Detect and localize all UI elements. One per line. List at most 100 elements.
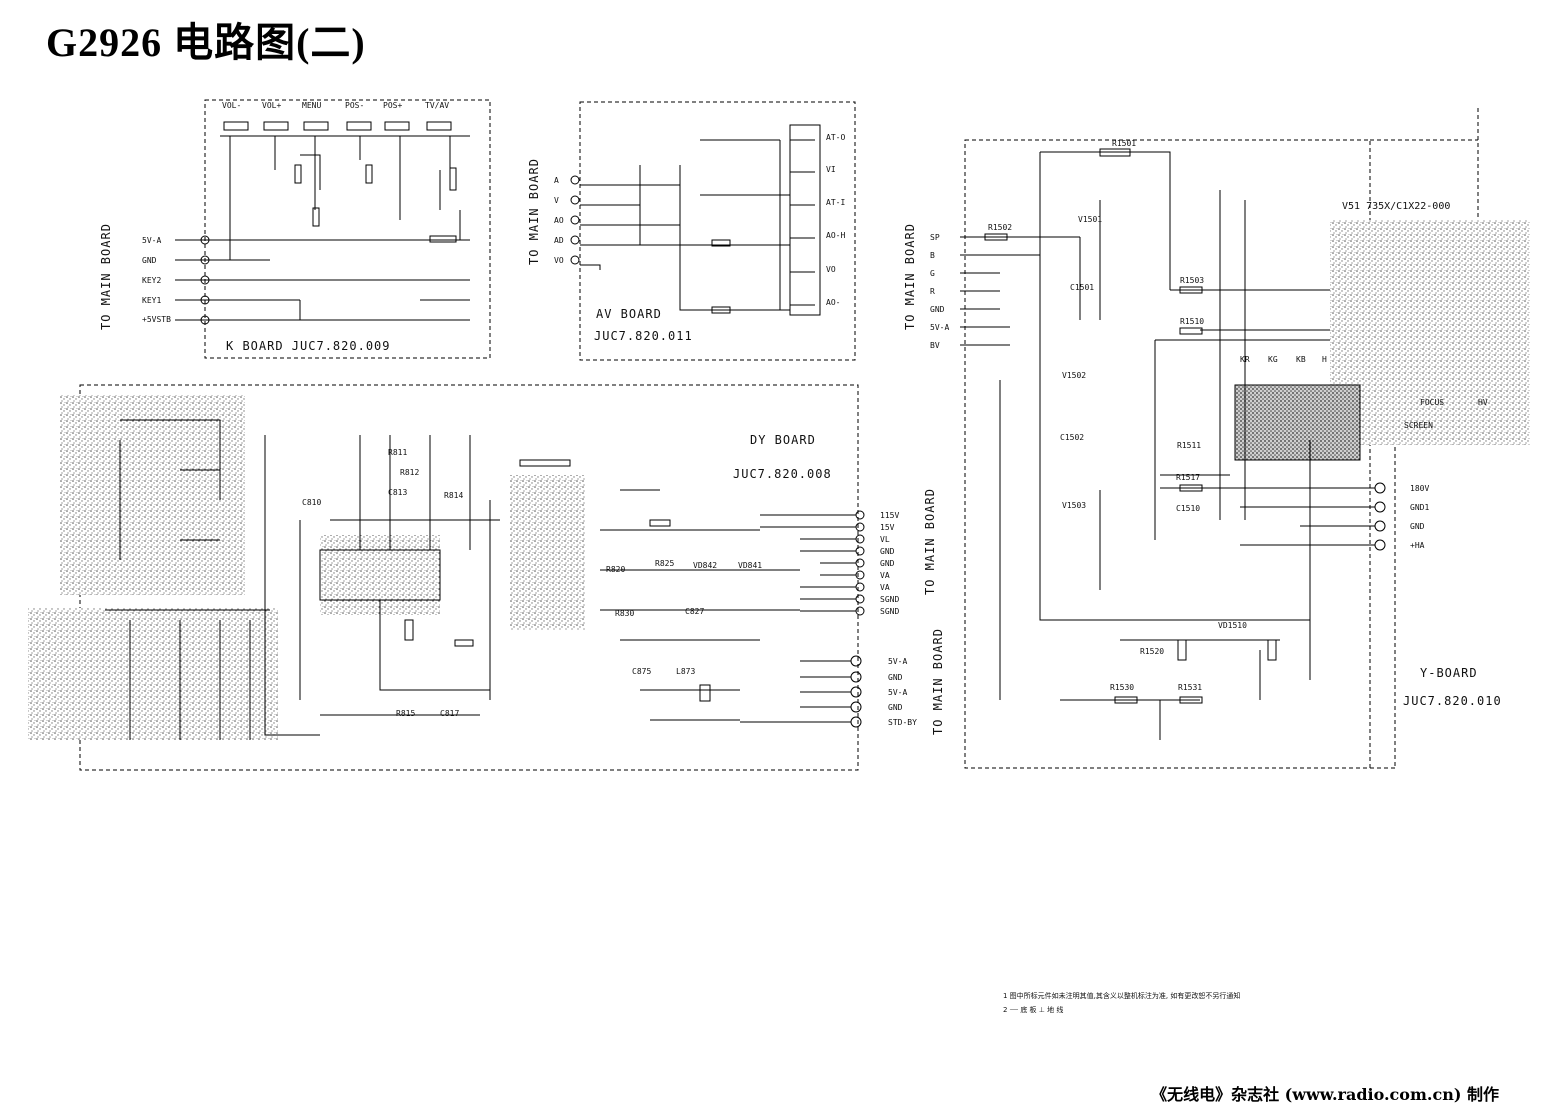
socket-kg: KG (1268, 355, 1278, 364)
y-pin-gnd1: GND1 (1410, 503, 1429, 512)
y-part-r1531: R1531 (1178, 683, 1202, 692)
page-title: G2926 电路图(二) (46, 20, 366, 65)
k-pin-5vstb: +5VSTB (142, 315, 171, 324)
y-pin-sp: SP (930, 233, 940, 242)
y-part-vd1510: VD1510 (1218, 621, 1247, 630)
y-pins-right: 180V GND1 GND +HA (1160, 482, 1429, 551)
dy-part-r812: R812 (400, 468, 419, 477)
crt-sockets: KR KG KB H (1240, 355, 1327, 364)
dy-pins-bottom: 5V-A GND 5V-A GND STD-BY (740, 655, 917, 728)
publisher-credit: 《无线电》杂志社 (www.radio.com.cn) 制作 (1151, 1085, 1499, 1104)
k-board: TO MAIN BOARD K BOARD JUC7.820.009 VOL- … (99, 99, 491, 359)
dy-part-vd841: VD841 (738, 561, 762, 570)
av-pin-v: V (554, 196, 559, 205)
button-label-vol-minus: VOL- (222, 101, 241, 110)
av-board-code: JUC7.820.011 (594, 329, 693, 343)
av-jack-at-o: AT-O (826, 133, 845, 142)
dy-part-c813: C813 (388, 488, 407, 497)
y-pin-bv: BV (930, 341, 940, 350)
notes: 1 图中所标元件如未注明其值,其含义以整机标注为准, 如有更改恕不另行通知 2 … (1003, 991, 1240, 1014)
y-part-r1501: R1501 (1112, 139, 1136, 148)
button-label-tv-av: TV/AV (425, 101, 449, 110)
y-pin-gnd: GND (930, 305, 945, 314)
dy-pin-gnd-2: GND (880, 559, 895, 568)
dy-part-r811: R811 (388, 448, 407, 457)
y-pin-g: G (930, 269, 935, 278)
y-board: TO MAIN BOARD Y-BOARD JUC7.820.010 V51 7… (903, 108, 1530, 769)
dy-pin-15v: 15V (880, 523, 895, 532)
crt-socket-pins-region (1235, 385, 1360, 460)
dy-board-code: JUC7.820.008 (733, 467, 832, 481)
av-jack-at-i: AT-I (826, 198, 845, 207)
crt-label: V51 735X/C1X22-000 (1342, 201, 1450, 212)
dy-pin-gnd-b2: GND (888, 703, 903, 712)
dy-pin-va-2: VA (880, 583, 890, 592)
socket-kb: KB (1296, 355, 1306, 364)
av-jack-vi: VI (826, 165, 836, 174)
y-pin-ha: +HA (1410, 541, 1425, 550)
button-label-vol-plus: VOL+ (262, 101, 281, 110)
dy-part-c810: C810 (302, 498, 321, 507)
dy-part-l873: L873 (676, 667, 695, 676)
y-part-v1503: V1503 (1062, 501, 1086, 510)
y-pin-b: B (930, 251, 935, 260)
y-part-r1502: R1502 (988, 223, 1012, 232)
k-pin-gnd: GND (142, 256, 157, 265)
av-board: TO MAIN BOARD AV BOARD JUC7.820.011 A V … (527, 101, 856, 361)
dy-part-r820: R820 (606, 565, 625, 574)
dy-board-part-labels: C810 R811 R812 C813 R814 R815 C817 R820 … (302, 448, 762, 718)
dy-board: DY BOARD JUC7.820.008 C810 R811 R812 C81… (28, 384, 945, 771)
dy-board-name: DY BOARD (750, 433, 816, 447)
dy-part-r830: R830 (615, 609, 634, 618)
av-pin-vo: VO (554, 256, 564, 265)
dy-part-c875: C875 (632, 667, 651, 676)
y-part-c1510: C1510 (1176, 504, 1200, 513)
dy-part-r825: R825 (655, 559, 674, 568)
y-board-part-labels: R1501 R1502 R1503 R1510 R1511 R1517 R152… (988, 139, 1247, 692)
y-part-c1501: C1501 (1070, 283, 1094, 292)
dy-to-main-top-label: TO MAIN BOARD (923, 488, 937, 595)
focus-label: FOCUS (1420, 398, 1444, 407)
screen-label: SCREEN (1404, 421, 1433, 430)
button-label-menu: MENU (302, 101, 321, 110)
dy-part-c827: C827 (685, 607, 704, 616)
y-pin-5v-a: 5V-A (930, 323, 949, 332)
av-pin-a: A (554, 176, 559, 185)
y-board-name: Y-BOARD (1420, 666, 1478, 680)
dy-pin-sgnd-1: SGND (880, 595, 899, 604)
dy-stipple-region-3 (510, 475, 585, 630)
button-label-pos-minus: POS- (345, 101, 364, 110)
av-pin-ad: AD (554, 236, 564, 245)
dy-pin-5v-a-1: 5V-A (888, 657, 907, 666)
dy-pin-vl: VL (880, 535, 890, 544)
dy-part-vd842: VD842 (693, 561, 717, 570)
y-part-v1502: V1502 (1062, 371, 1086, 380)
k-board-buttons: VOL- VOL+ MENU POS- POS+ TV/AV (222, 101, 452, 131)
y-board-code: JUC7.820.010 (1403, 694, 1502, 708)
note-1: 1 图中所标元件如未注明其值,其含义以整机标注为准, 如有更改恕不另行通知 (1003, 991, 1240, 1000)
dy-pin-115v: 115V (880, 511, 899, 520)
k-board-to-main-label: TO MAIN BOARD (99, 223, 113, 330)
y-part-v1501: V1501 (1078, 215, 1102, 224)
y-part-r1530: R1530 (1110, 683, 1134, 692)
av-jack-ao: AO- (826, 298, 840, 307)
y-part-r1517: R1517 (1176, 473, 1200, 482)
av-pin-ao: AO (554, 216, 564, 225)
k-board-pins: 5V-A GND KEY2 KEY1 +5VSTB (142, 235, 420, 325)
note-2: 2 ┈┈ 底 板 ⊥ 地 线 (1003, 1005, 1063, 1014)
y-pin-r: R (930, 287, 935, 296)
y-to-main-label: TO MAIN BOARD (903, 223, 917, 330)
dy-stipple-region-1 (60, 395, 245, 595)
y-part-c1502: C1502 (1060, 433, 1084, 442)
y-pins-left: SP B G R GND 5V-A BV (930, 233, 1080, 350)
hv-label: HV (1478, 398, 1488, 407)
dy-stipple-region-2 (28, 608, 278, 740)
crt-socket-region (1330, 220, 1530, 445)
av-jack-ao-h: AO-H (826, 231, 845, 240)
y-part-r1503: R1503 (1180, 276, 1204, 285)
av-board-to-main-label: TO MAIN BOARD (527, 158, 541, 265)
dy-part-r814: R814 (444, 491, 463, 500)
y-part-r1520: R1520 (1140, 647, 1164, 656)
av-board-name: AV BOARD (596, 307, 662, 321)
